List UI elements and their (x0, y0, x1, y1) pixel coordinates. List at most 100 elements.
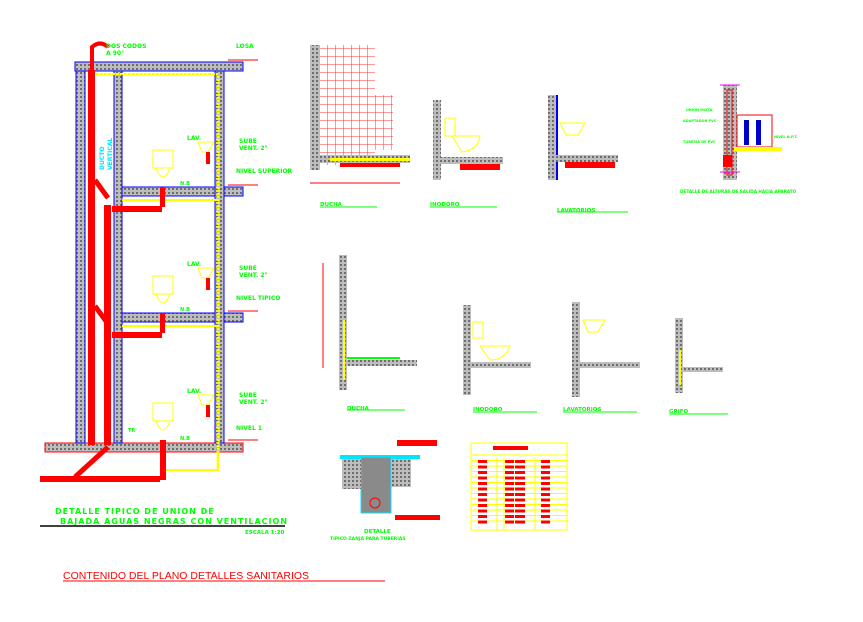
table-cell (478, 515, 487, 518)
detail-trench: DETALLE TIPICO ZANJA PARA TUBERIAS (330, 440, 440, 542)
detail-faucet-bottom: GRIFO (669, 318, 728, 415)
table-cell (515, 515, 525, 518)
table-cell (541, 476, 550, 480)
wall-duct (113, 70, 123, 444)
table-cell (541, 520, 550, 524)
table-cell (478, 482, 487, 485)
table-cell (515, 487, 525, 491)
label-duct-2: VERTICAL (107, 138, 114, 170)
detail-toilet-bottom: INODORO (463, 305, 537, 413)
label-lav-typical: LAV. (187, 261, 201, 268)
table-cell (505, 504, 514, 507)
table-cell (505, 520, 514, 524)
label-vent-ground-size: VENT. 2" (239, 399, 268, 406)
table-cell (505, 471, 514, 474)
label-elbows-angle: A 90° (106, 50, 124, 57)
table-cell (505, 476, 514, 480)
table-cell (478, 504, 487, 507)
label-lavatorios-top: LAVATORIOS (557, 208, 595, 214)
trench-title-1: DETALLE (364, 529, 391, 535)
table-cell (505, 465, 514, 469)
table-cell (515, 498, 525, 502)
detail-shower-top: DUCHA (310, 45, 410, 208)
main-detail-title-1: DETALLE TIPICO DE UNION DE (55, 507, 215, 516)
label-vent-upper: SUBE (239, 138, 257, 145)
label-pvc-pipe: TUBERIA DE PVC (683, 140, 716, 144)
slab-upper (121, 186, 244, 197)
main-riser-detail: DOS CODOS A 90° LOSA DUCTO VERTICAL LAV.… (40, 41, 293, 536)
detail-washbasin-bottom: LAVATORIOS (563, 302, 640, 413)
sheet-title: CONTENIDO DEL PLANO DETALLES SANITARIOS (63, 570, 309, 582)
table-cell (505, 493, 514, 496)
label-inodoro-top: INODORO (430, 202, 460, 208)
table-cell (541, 498, 550, 502)
label-vent-upper-size: VENT. 2" (239, 145, 268, 152)
table-cell (478, 476, 487, 480)
label-adapter: ADAPTADOR PVC (683, 119, 717, 123)
label-nb-upper: N.B (180, 181, 190, 187)
table-cell (515, 509, 525, 513)
table-cell (478, 460, 487, 463)
slab-roof (74, 61, 244, 72)
wall-outer (75, 70, 86, 444)
table-cell (541, 504, 550, 507)
table-cell (515, 471, 525, 474)
table-header (493, 446, 528, 450)
table-cell (515, 482, 525, 485)
table-cell (505, 498, 514, 502)
table-cell (515, 476, 525, 480)
detail-fixture-heights: UNION MIXTA ADAPTADOR PVC TUBERIA DE PVC… (680, 84, 797, 194)
trench-title-2: TIPICO ZANJA PARA TUBERIAS (330, 536, 406, 542)
detail-toilet-top: INODORO (430, 100, 503, 208)
label-ducha-top: DUCHA (320, 202, 343, 208)
label-lavatorios-bottom: LAVATORIOS (563, 407, 601, 413)
table-cell (541, 482, 550, 485)
table-cell (541, 471, 550, 474)
table-cell (541, 465, 550, 469)
table-cell (505, 460, 514, 463)
slab-typical (121, 312, 244, 323)
label-level-ground: NIVEL 1 (236, 425, 262, 432)
table-cell (541, 493, 550, 496)
table-cell (505, 487, 514, 491)
table-cell (505, 509, 514, 513)
table-cell (505, 515, 514, 518)
label-nb-ground: N.B (180, 436, 190, 442)
table-cell (478, 520, 487, 524)
label-level-upper: NIVEL SUPERIOR (236, 168, 293, 175)
table-cell (515, 460, 525, 463)
fixture-heights-title: DETALLE DE ALTURAS DE SALIDA HACIA APARA… (680, 189, 797, 194)
label-trap: TR (128, 428, 135, 434)
label-slab: LOSA (236, 43, 254, 50)
table-cell (505, 482, 514, 485)
toilet-icon (152, 149, 174, 431)
table-cell (478, 493, 487, 496)
table-cell (478, 509, 487, 513)
main-detail-scale: ESCALA 1:20 (245, 530, 285, 536)
label-level-typical: NIVEL TIPICO (236, 295, 280, 302)
table-cell (541, 487, 550, 491)
label-vent-typical: SUBE (239, 265, 257, 272)
waste-stack (88, 70, 95, 445)
detail-washbasin-top: LAVATORIOS (548, 95, 628, 214)
label-vent-ground: SUBE (239, 392, 257, 399)
table-cell (541, 509, 550, 513)
label-ducha-bottom: DUCHA (347, 406, 370, 412)
detail-shower-bottom: DUCHA (322, 255, 417, 412)
table-cell (478, 498, 487, 502)
table-cell (478, 471, 487, 474)
label-grifo: GRIFO (669, 409, 689, 415)
label-vent-typical-size: VENT. 2" (239, 272, 268, 279)
table-cell (515, 493, 525, 496)
table-cell (515, 504, 525, 507)
label-npt: NIVEL N.P.T. (774, 135, 797, 139)
table-cell (478, 487, 487, 491)
main-detail-title-2: BAJADA AGUAS NEGRAS CON VENTILACION (60, 517, 288, 526)
label-duct-1: DUCTO (99, 147, 106, 170)
slab-ground (44, 442, 244, 453)
table-cell (541, 460, 550, 463)
table-cell (515, 465, 525, 469)
label-inodoro-bottom: INODORO (473, 407, 503, 413)
label-lav-upper: LAV. (187, 135, 201, 142)
